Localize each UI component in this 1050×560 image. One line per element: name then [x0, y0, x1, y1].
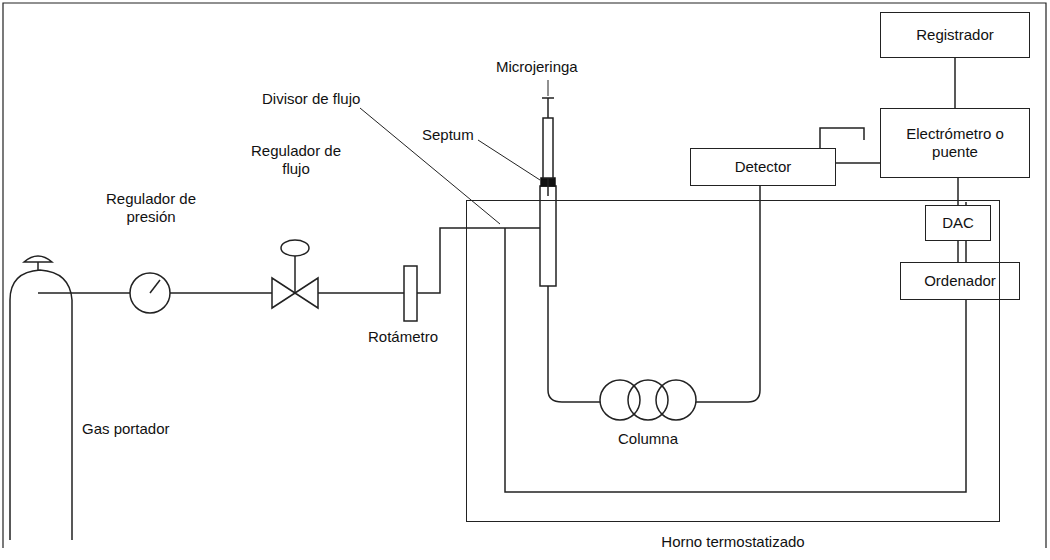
wire-line — [957, 241, 959, 262]
oven-box: Horno termostatizado — [466, 200, 1000, 522]
box-text: Ordenador — [924, 272, 996, 290]
microsyringe-plunger — [542, 98, 554, 196]
gas-pipe — [38, 292, 404, 294]
signal-wire — [836, 163, 880, 164]
pressure-gauge — [130, 273, 170, 313]
valve-stem — [294, 256, 296, 293]
column-tube — [696, 186, 760, 402]
cylinder-valve — [24, 256, 52, 270]
column-coil — [656, 380, 696, 420]
detector-box: Detector — [690, 148, 836, 186]
part-label: Rotámetro — [368, 328, 438, 346]
split-line — [505, 202, 966, 492]
leader-line — [360, 108, 500, 224]
box-text: Detector — [735, 158, 792, 176]
part-label: Divisor de flujo — [262, 90, 360, 108]
leader-line — [548, 80, 549, 96]
oven-title: Horno termostatizado — [467, 533, 999, 551]
part-label: Gas portador — [82, 420, 170, 438]
injector-body — [540, 186, 556, 286]
frame-line — [3, 3, 1046, 548]
microsyringe-barrel — [543, 118, 553, 178]
leader-line — [478, 140, 540, 180]
gauge-needle — [150, 280, 160, 293]
signal-wire — [958, 241, 959, 262]
box-text: Electrómetro o puente — [889, 125, 1021, 161]
valve-knob — [281, 240, 309, 256]
computer-box: Ordenador — [900, 262, 1020, 300]
box-text: DAC — [942, 214, 974, 232]
dac-box: DAC — [925, 205, 991, 241]
wire-line — [954, 58, 956, 108]
part-label: Regulador de flujo — [250, 142, 342, 178]
box-text: Registrador — [916, 26, 994, 44]
wire-line — [836, 162, 880, 164]
part-label: Septum — [422, 126, 474, 144]
signal-wire — [955, 58, 956, 108]
detector-vent — [820, 128, 864, 148]
column-tube — [548, 286, 600, 402]
rotameter-tube — [404, 266, 417, 321]
gas-cylinder — [10, 270, 72, 540]
injector-pipe — [417, 228, 540, 293]
part-label: Microjeringa — [496, 58, 578, 76]
part-label: Regulador de presión — [92, 190, 210, 226]
part-label: Columna — [618, 430, 678, 448]
recorder-box: Registrador — [880, 12, 1030, 58]
electrometer-box: Electrómetro o puente — [880, 108, 1030, 178]
